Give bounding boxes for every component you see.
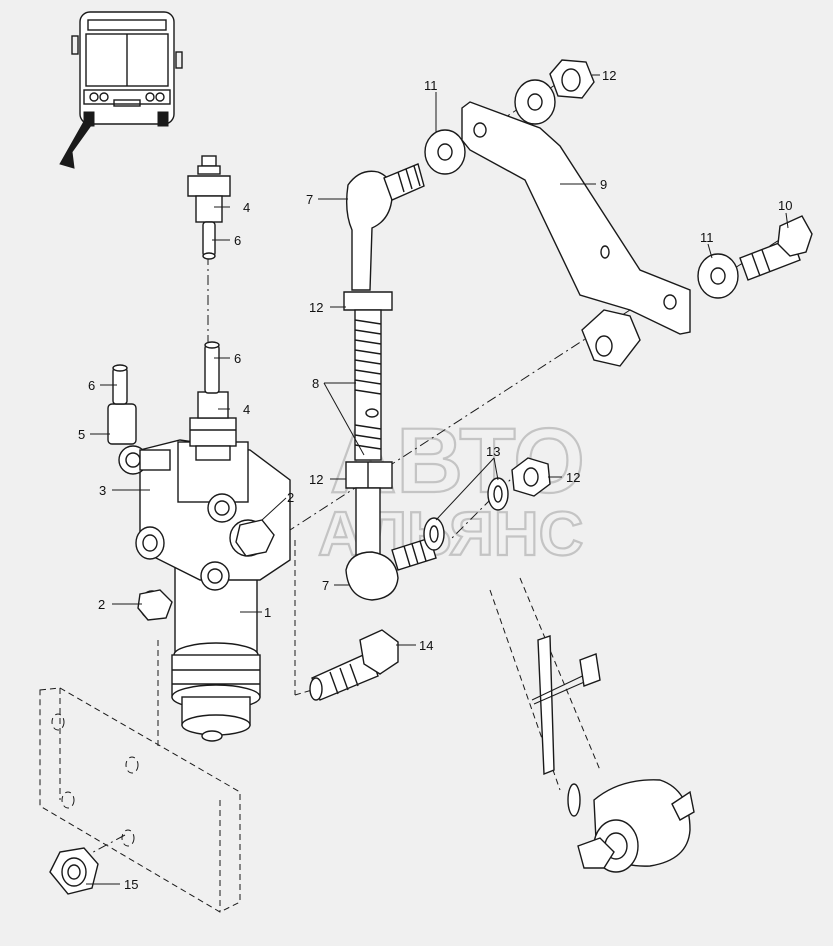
axle-mount (489, 577, 695, 873)
callout-label: 12 (566, 470, 580, 485)
rod-threads (354, 319, 382, 450)
washers (424, 79, 739, 299)
callout-label: 9 (600, 177, 607, 192)
fitting-4-lower (189, 341, 237, 461)
ball-joint-lower (345, 487, 437, 601)
leveling-valve (118, 439, 291, 742)
nut-15 (49, 847, 99, 895)
callout-label: 6 (234, 233, 241, 248)
callout-label: 2 (287, 490, 294, 505)
callout-label: 15 (124, 877, 138, 892)
nuts (511, 59, 595, 497)
lock-washers (423, 477, 509, 551)
callout-label: 8 (312, 376, 319, 391)
callout-numbers: 1 2 2 3 4 4 5 6 6 6 7 7 8 9 10 11 11 12 … (78, 68, 792, 892)
callout-label: 3 (99, 483, 106, 498)
fitting-5 (107, 364, 137, 445)
callout-label: 13 (486, 444, 500, 459)
callout-label: 6 (234, 351, 241, 366)
callout-label: 5 (78, 427, 85, 442)
callout-label: 12 (309, 300, 323, 315)
bolt-14 (309, 629, 399, 701)
callout-label: 11 (700, 230, 714, 245)
callout-label: 12 (602, 68, 616, 83)
callout-label: 4 (243, 402, 250, 417)
bracket-nut (581, 309, 641, 367)
callout-label: 11 (424, 78, 438, 93)
mounting-plate (39, 687, 241, 913)
bus-front-icon (59, 11, 183, 169)
callout-label: 1 (264, 605, 271, 620)
fitting-4-upper (187, 155, 231, 260)
callout-label: 6 (88, 378, 95, 393)
callout-label: 7 (322, 578, 329, 593)
leader-lines (86, 74, 789, 885)
callout-label: 2 (98, 597, 105, 612)
callout-label: 12 (309, 472, 323, 487)
callout-label: 14 (419, 638, 433, 653)
bolt-10 (739, 215, 813, 281)
bracket (461, 101, 691, 335)
callout-label: 10 (778, 198, 792, 213)
callout-label: 4 (243, 200, 250, 215)
callout-label: 7 (306, 192, 313, 207)
threaded-rod (343, 291, 393, 489)
ball-joint-upper (345, 163, 425, 291)
